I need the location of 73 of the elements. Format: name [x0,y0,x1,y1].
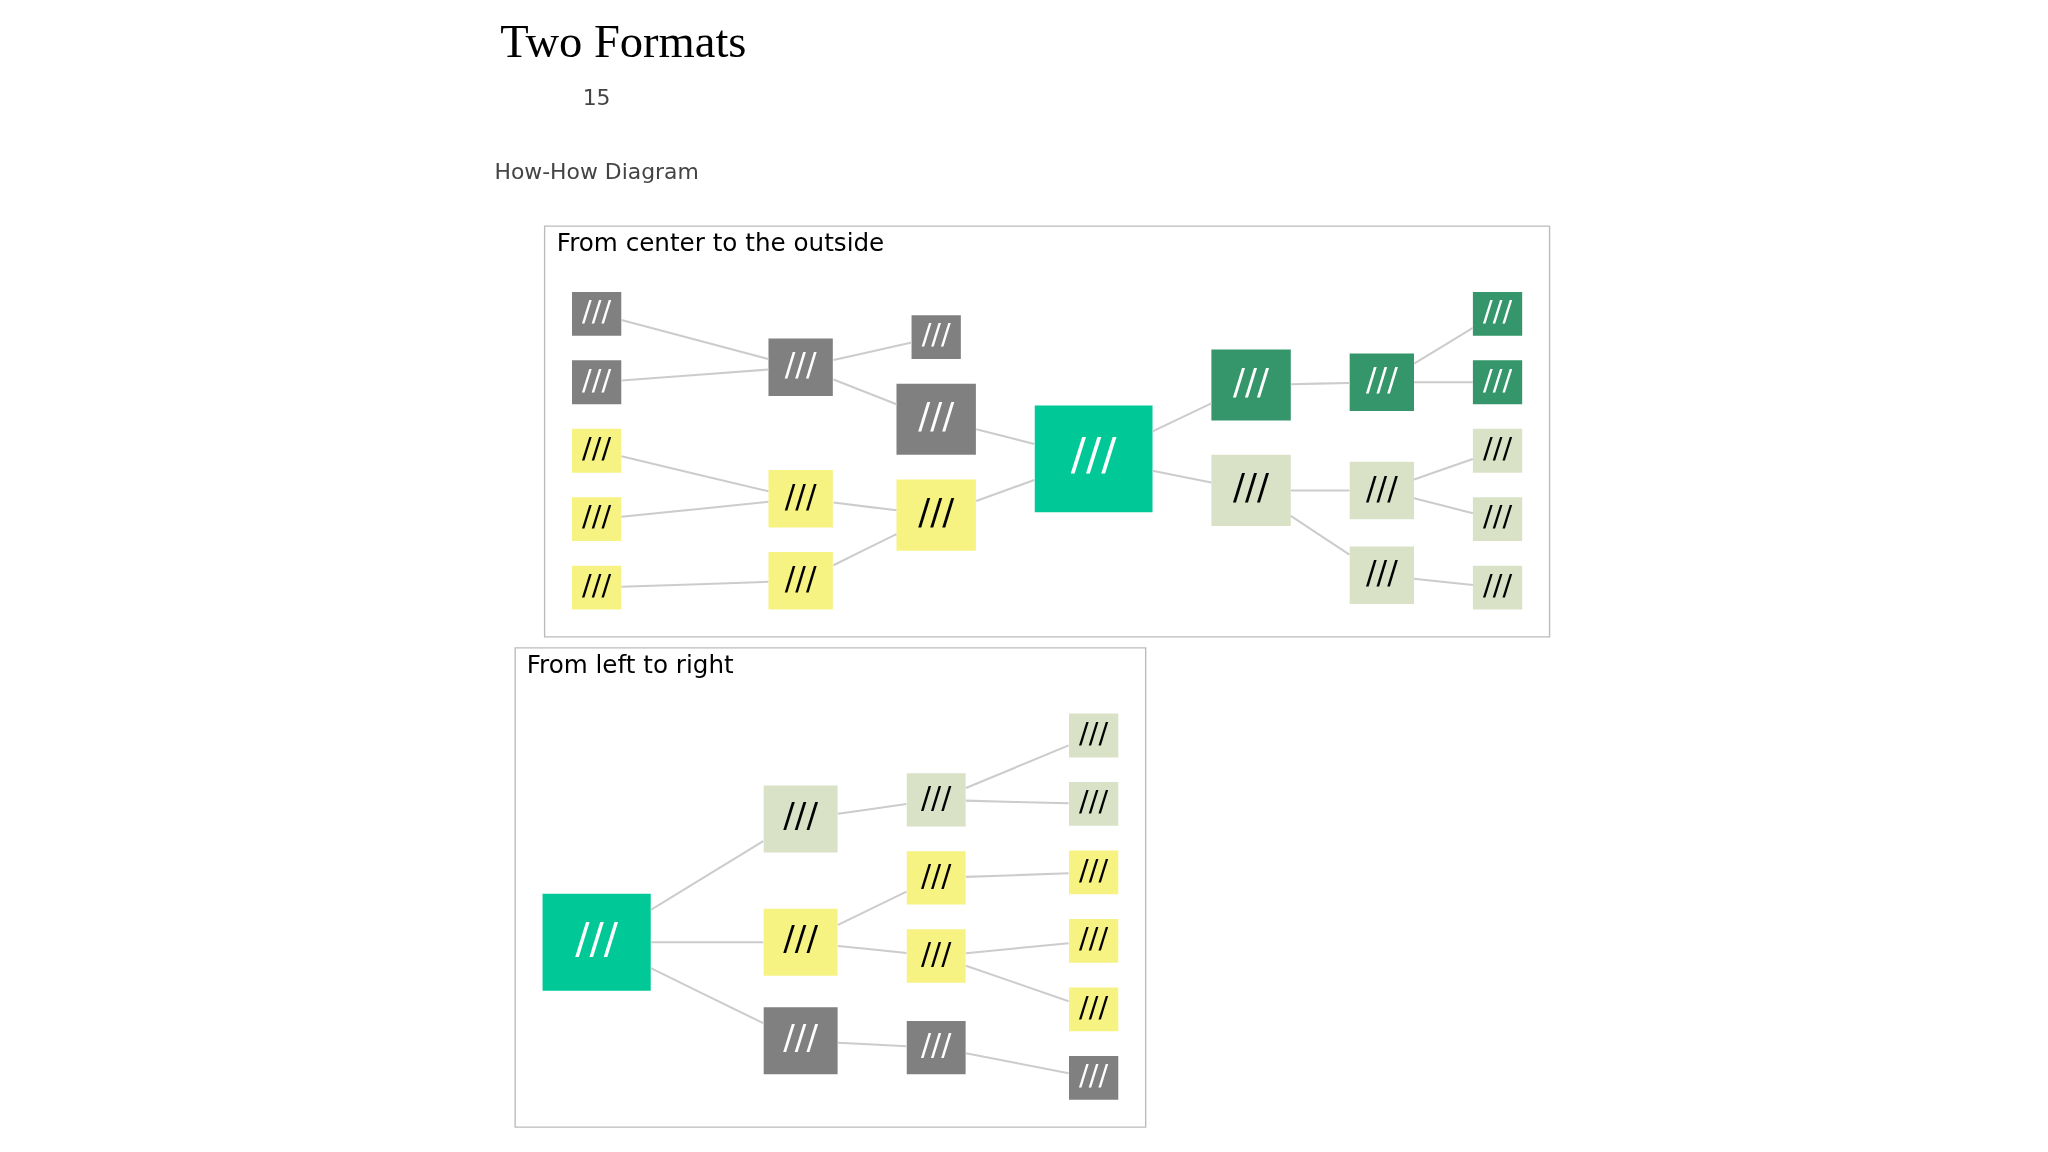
node-box: /// [1210,349,1291,421]
connector [620,368,768,382]
node-box: /// [1349,546,1414,605]
node-box: /// [767,338,833,396]
node-box: /// [896,383,976,455]
connector [965,964,1069,1003]
connector [1413,577,1473,587]
connector [837,802,907,815]
node-box: /// [1472,565,1522,610]
node-box: /// [906,1020,966,1075]
node-box: /// [906,851,966,905]
connector [965,1052,1069,1075]
diagram-title: Two Formats [499,15,746,67]
label: 15 [582,85,611,111]
node-box: /// [1068,987,1118,1032]
node-box: /// [1068,1055,1118,1100]
node-box: /// [906,929,966,983]
node-box: /// [1472,291,1522,336]
connector [620,500,768,518]
node-box: /// [1349,353,1414,411]
node-box: /// [763,785,838,853]
connector [965,872,1069,878]
node-box: /// [1034,405,1152,513]
node-box: /// [763,1007,838,1075]
node-box: /// [1472,497,1522,542]
node-box: /// [542,893,651,991]
connector [1151,402,1212,433]
connector [1413,497,1473,515]
connector [832,533,897,567]
connector [1290,489,1349,492]
node-box: /// [767,469,833,528]
node-box: /// [1472,360,1522,405]
node-box: /// [571,428,621,473]
node-box: /// [571,360,621,405]
connector [965,744,1069,789]
connector [832,378,897,406]
node-box: /// [1210,454,1291,527]
node-box: /// [1068,850,1118,895]
connector [837,944,907,955]
node-box: /// [1068,713,1118,758]
node-box: /// [911,315,961,359]
connector [1413,457,1473,481]
connector [832,341,912,362]
connector [1290,381,1349,386]
node-box: /// [763,908,838,976]
node-box: /// [1349,461,1414,520]
label: How-How Diagram [493,159,699,185]
connector [965,942,1069,955]
connector [1413,327,1473,365]
connector [1289,515,1350,556]
node-box: /// [767,552,833,610]
connector [620,319,769,360]
connector [837,890,907,926]
connector [832,501,897,512]
connector [837,1041,906,1048]
connector [620,455,769,493]
connector [975,428,1034,446]
connector [1151,469,1212,484]
node-box: /// [571,497,621,542]
connector [649,967,764,1025]
connector [975,479,1035,502]
connector [649,840,764,911]
connector [1413,381,1473,384]
node-box: /// [571,291,621,336]
node-box: /// [1068,918,1118,963]
node-box: /// [1472,428,1522,473]
connector [965,799,1069,805]
node-box: /// [571,565,621,610]
connector [650,941,763,944]
node-box: /// [1068,782,1118,826]
node-box: /// [906,773,966,827]
node-box: /// [896,479,976,551]
connector [620,580,768,588]
